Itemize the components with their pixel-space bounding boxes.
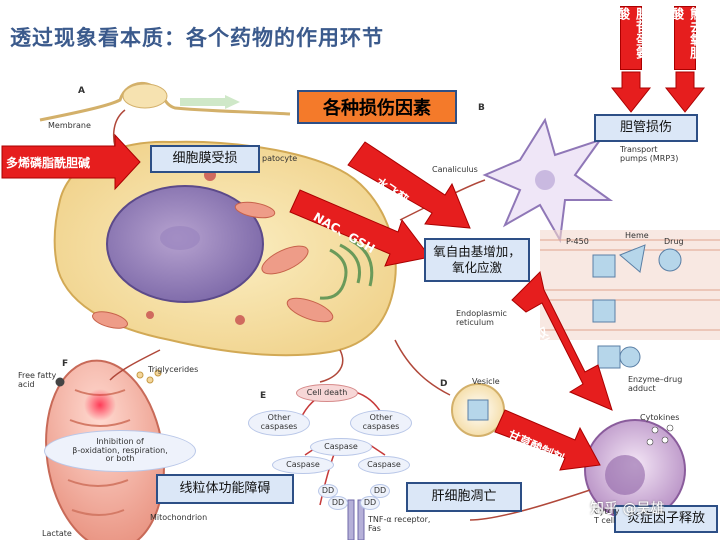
panel-letter-b: B bbox=[478, 103, 485, 113]
dd-4: DD bbox=[360, 496, 380, 510]
inhibition-text: Inhibition of β-oxidation, respiration, … bbox=[72, 436, 168, 464]
drug-ademetionine: 腺苷蛋氨酸 bbox=[614, 6, 648, 70]
label-heme: Heme bbox=[625, 231, 649, 240]
label-cytolytic: Cytoly T cell bbox=[594, 507, 620, 525]
label-canaliculus: Canaliculus bbox=[432, 165, 478, 174]
callout-mitochondria: 线粒体功能障碍 bbox=[156, 474, 294, 504]
panel-letter-f: F bbox=[62, 359, 69, 369]
callout-oxidative-stress-text: 氧自由基增加， 氧化应激 bbox=[433, 244, 521, 275]
page-title: 透过现象看本质：各个药物的作用环节 bbox=[10, 26, 384, 50]
dd-2: DD bbox=[328, 496, 348, 510]
caspase-center: Caspase bbox=[310, 438, 372, 456]
callout-apoptosis: 肝细胞凋亡 bbox=[406, 482, 522, 512]
label-lactate: Lactate bbox=[42, 529, 72, 538]
drug-udca: 熊去氧胆酸 bbox=[668, 6, 702, 70]
arrow-polyene bbox=[1, 133, 141, 191]
callout-membrane-damage: 细胞膜受损 bbox=[150, 145, 260, 173]
panel-letter-a: A bbox=[78, 86, 85, 96]
callout-oxidative-stress: 氧自由基增加， 氧化应激 bbox=[424, 238, 530, 282]
panel-letter-d: D bbox=[440, 379, 448, 389]
caspase-right: Caspase bbox=[358, 456, 410, 474]
label-mitochondrion: Mitochondrion bbox=[150, 513, 208, 522]
panel-letter-e: E bbox=[260, 391, 267, 401]
label-free-fatty-acid: Free fatty acid bbox=[18, 371, 57, 389]
label-triglycerides: Triglycerides bbox=[148, 365, 199, 374]
other-caspases-left: Other caspases bbox=[248, 410, 310, 436]
cell-death-oval: Cell death bbox=[296, 384, 358, 402]
label-hepatocyte: patocyte bbox=[262, 154, 298, 163]
arrow-bicyclol bbox=[511, 271, 613, 411]
drug-polyene: 多烯磷脂酰胆碱 bbox=[6, 156, 91, 170]
membrane-bleb bbox=[122, 83, 168, 109]
caspase-left: Caspase bbox=[272, 456, 334, 474]
label-membrane: Membrane bbox=[48, 121, 91, 130]
label-er: Endoplasmic reticulum bbox=[456, 309, 507, 327]
label-tnf: TNF-α receptor, Fas bbox=[368, 515, 431, 533]
arrow-silibinin bbox=[347, 141, 471, 229]
arrow-nac-gsh bbox=[289, 189, 431, 267]
arrow-udca bbox=[664, 71, 706, 113]
watermark: 知乎 @吴雄 bbox=[590, 501, 665, 517]
callout-inflammation: 炎症因子释放 bbox=[614, 505, 718, 533]
other-caspases-right: Other caspases bbox=[350, 410, 412, 436]
injury-factors-label: 各种损伤因素 bbox=[323, 98, 431, 119]
label-transport: Transport pumps (MRP3) bbox=[620, 145, 679, 163]
er-membrane-stripes bbox=[540, 239, 720, 331]
label-vesicle: Vesicle bbox=[472, 377, 500, 386]
arrow-glycyrrhizin bbox=[494, 409, 601, 471]
injury-factors-box: 各种损伤因素 bbox=[297, 90, 457, 124]
dd-1: DD bbox=[318, 484, 338, 498]
dd-3: DD bbox=[370, 484, 390, 498]
label-drug: Drug bbox=[664, 237, 684, 246]
label-cytokines: Cytokines bbox=[640, 413, 680, 422]
inhibition-oval: Inhibition of β-oxidation, respiration, … bbox=[44, 430, 196, 472]
label-p450: P-450 bbox=[566, 237, 589, 246]
arrow-ademetionine bbox=[610, 71, 652, 113]
callout-bile-duct-damage: 胆管损伤 bbox=[594, 114, 698, 142]
label-enzyme-drug: Enzyme–drug adduct bbox=[628, 375, 683, 393]
